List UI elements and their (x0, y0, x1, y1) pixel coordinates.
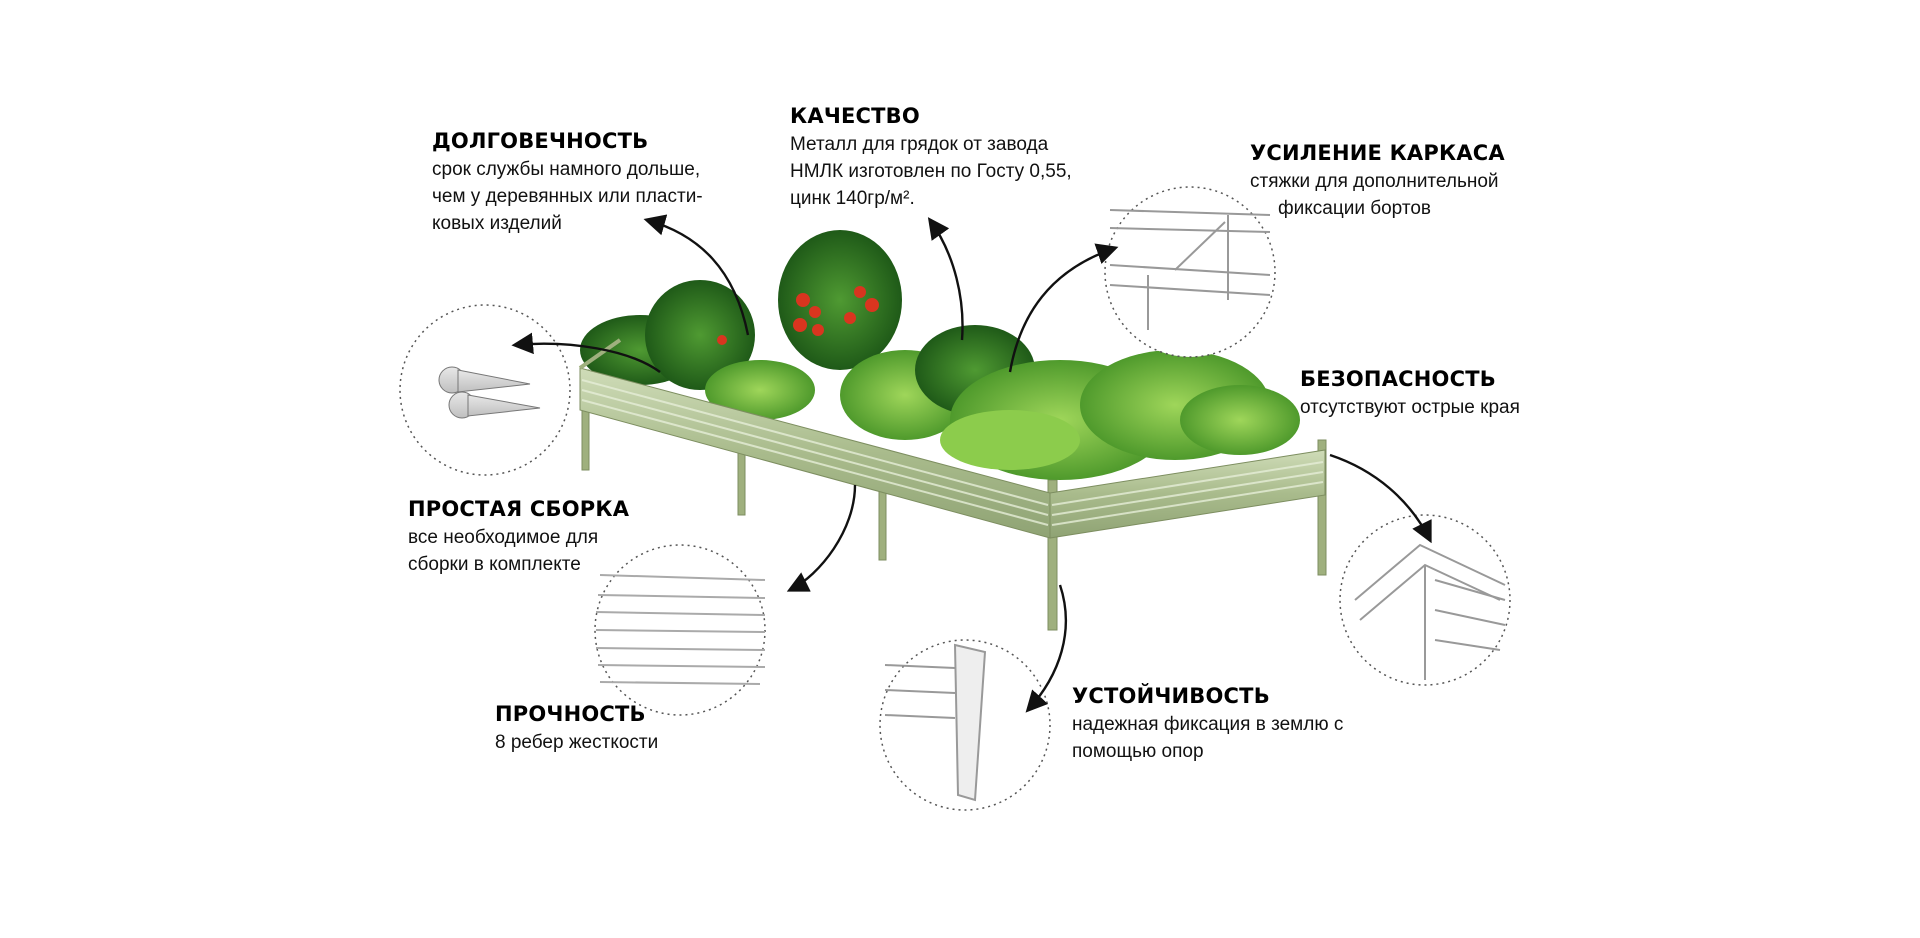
arrow-durability (643, 214, 750, 336)
callout-title: БЕЗОПАСНОСТЬ (1300, 367, 1496, 391)
screw-icon (438, 366, 541, 419)
callout-title: УСТОЙЧИВОСТЬ (1072, 684, 1270, 708)
detail-ground-peg (879, 639, 1051, 811)
callout-title: КАЧЕСТВО (790, 104, 920, 128)
arrow-quality (927, 217, 964, 341)
callout-quality: КАЧЕСТВО Металл для грядок от завода НМЛ… (790, 103, 1072, 212)
callout-description: срок службы намного дольше, чем у деревя… (432, 159, 703, 234)
tomatoes (717, 286, 879, 345)
arrow-stability (1025, 584, 1068, 713)
callout-title: ДОЛГОВЕЧНОСТЬ (432, 129, 649, 153)
callout-title: ПРОЧНОСТЬ (495, 702, 646, 726)
callout-safety: БЕЗОПАСНОСТЬ отсутствуют острые края (1300, 366, 1520, 421)
callout-description: все необходимое для сборки в комплекте (408, 527, 599, 575)
callout-description: надежная фиксация в землю с помощью опор (1072, 714, 1344, 762)
callout-description: стяжки для дополнительной фиксации борто… (1250, 171, 1499, 219)
callout-easy-assembly: ПРОСТАЯ СБОРКА все необходимое для сборк… (408, 496, 629, 578)
callout-description: отсутствуют острые края (1300, 397, 1520, 418)
callout-description: Металл для грядок от завода НМЛК изготов… (790, 134, 1072, 209)
garden-bed-illustration (578, 230, 1327, 631)
callout-frame-reinforcement: УСИЛЕНИЕ КАРКАСА стяжки для дополнительн… (1250, 140, 1505, 222)
arrow-assembly (511, 332, 661, 373)
callout-durability: ДОЛГОВЕЧНОСТЬ срок службы намного дольше… (432, 128, 703, 237)
callout-title: УСИЛЕНИЕ КАРКАСА (1250, 141, 1505, 165)
detail-stiffening-ribs (594, 544, 766, 716)
callout-title: ПРОСТАЯ СБОРКА (408, 497, 630, 521)
callout-strength: ПРОЧНОСТЬ 8 ребер жесткости (495, 701, 658, 756)
detail-screws (399, 304, 571, 476)
callout-arrows (511, 214, 1432, 713)
detail-safe-edge (1339, 514, 1511, 686)
detail-frame-tie (1104, 186, 1276, 358)
arrow-strength (786, 484, 857, 592)
callout-description: 8 ребер жесткости (495, 732, 659, 753)
arrow-safety (1329, 453, 1432, 544)
callout-stability: УСТОЙЧИВОСТЬ надежная фиксация в землю с… (1072, 683, 1343, 765)
bed-plants (580, 230, 1300, 480)
arrow-frame (1008, 243, 1119, 373)
